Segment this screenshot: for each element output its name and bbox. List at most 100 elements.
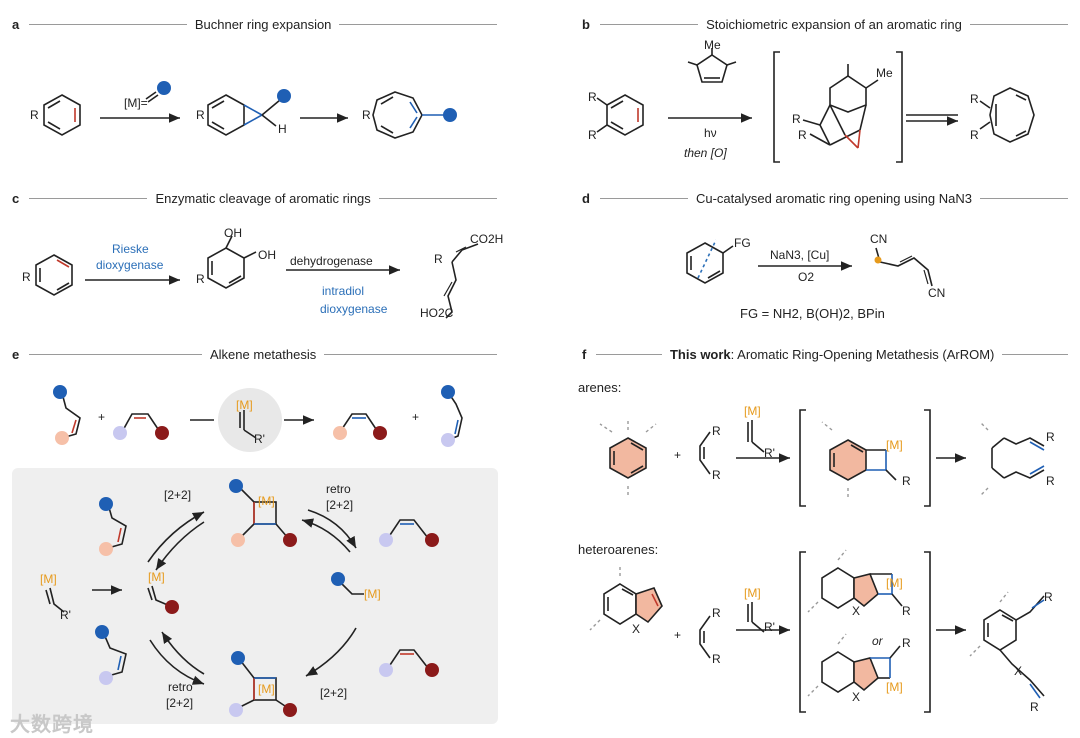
lavender-dot — [379, 663, 393, 677]
substituent-r: R — [434, 252, 443, 266]
divider — [378, 197, 498, 199]
divider — [599, 197, 688, 199]
alkene-f2 — [699, 615, 711, 659]
benzene-c — [35, 254, 73, 296]
bracket-left — [773, 51, 780, 163]
cycloaddition-label: [2+2] — [326, 498, 354, 512]
methyl-label: Me — [704, 38, 721, 52]
watermark: 大数跨境 — [10, 714, 94, 736]
plus-sign: + — [412, 410, 420, 424]
cycle-alkene-bottom-left — [103, 633, 127, 677]
hydrogen-label: H — [278, 122, 287, 136]
cycle-arrow-3 — [305, 627, 357, 677]
hetero-mcb-1 — [821, 567, 903, 609]
condition-2: O2 — [798, 270, 815, 284]
substituent-r: R — [902, 636, 911, 650]
panel-title: Cu-catalysed aromatic ring opening using… — [695, 190, 972, 206]
oxidation-label: then [O] — [684, 146, 727, 160]
heteroatom-x: X — [852, 690, 861, 704]
heteroarenes-label: heteroarenes: — [578, 542, 659, 557]
divider — [29, 197, 148, 199]
title-rest: : Aromatic Ring-Opening Metathesis (ArRO… — [730, 346, 995, 362]
plus-sign: + — [674, 448, 682, 462]
darkred-dot — [425, 533, 439, 547]
cycle-arrow-1b — [155, 521, 205, 571]
cycle-alkene-top-left — [107, 503, 127, 549]
cycle-arrow-4b — [161, 631, 205, 675]
panel-c-header: c Enzymatic cleavage of aromatic rings — [12, 188, 498, 208]
panel-title: Buchner ring expansion — [194, 16, 332, 32]
enzyme-dehydrogenase: dehydrogenase — [290, 254, 373, 268]
metal-label: [M] — [40, 572, 57, 586]
metal-label: [M] — [148, 570, 165, 584]
substituent-r: R — [588, 128, 597, 142]
metal-carbene-blue — [339, 581, 364, 595]
hetero-mcb-2 — [821, 645, 901, 693]
product-alkene-1 — [339, 413, 379, 433]
bracket-right — [896, 51, 903, 163]
divider — [324, 353, 497, 355]
cycloaddition-label: [2+2] — [320, 686, 348, 700]
carboxylic-acid-label: HO2C — [420, 306, 454, 320]
product-alkene-2 — [447, 391, 463, 441]
r-prime-label: R' — [764, 620, 775, 634]
fg-footnote: FG = NH2, B(OH)2, BPin — [740, 306, 885, 321]
cycle-alkene-bottom-right — [387, 649, 429, 669]
panel-letter: f — [582, 346, 587, 362]
hydroxyl-label: OH — [224, 226, 242, 240]
catalyst-alkylidene — [45, 587, 65, 613]
panel-d-header: d Cu-catalysed aromatic ring opening usi… — [582, 188, 1068, 208]
darkred-dot — [155, 426, 169, 440]
heteroatom-x: X — [852, 604, 861, 618]
metal-label: [M] — [886, 680, 903, 694]
retro-label: retro — [168, 680, 193, 694]
substituent-r: R — [970, 128, 979, 142]
panel-title: Alkene metathesis — [210, 346, 317, 362]
substituent-r: R — [30, 108, 39, 122]
enzyme-dioxygenase: dioxygenase — [320, 302, 388, 316]
enzyme-intradiol: intradiol — [322, 284, 365, 298]
condition-1: NaN3, [Cu] — [770, 248, 830, 262]
catalytic-cycle-background — [12, 468, 498, 724]
r-prime-label: R' — [60, 608, 71, 622]
substituent-r: R — [1030, 700, 1039, 714]
arene-product — [991, 437, 1045, 479]
blue-dot — [157, 81, 171, 95]
substituent-r: R — [362, 108, 371, 122]
metal-label: [M] — [744, 586, 761, 600]
panel-b-header: b Stoichiometric expansion of an aromati… — [582, 14, 1068, 34]
substituent-r: R — [1044, 590, 1053, 604]
nitrile-diene — [875, 247, 933, 287]
divider — [596, 353, 662, 355]
oxepine — [979, 87, 1035, 143]
bracket-f2-right — [924, 551, 931, 713]
metal-label: [M] — [258, 494, 275, 508]
cycloaddition-label: [2+2] — [166, 696, 194, 710]
catalyst-circle — [218, 388, 282, 452]
panel-letter: d — [582, 190, 590, 206]
panel-title: Enzymatic cleavage of aromatic rings — [155, 190, 371, 206]
metal-label: [M] — [744, 404, 761, 418]
substituent-r: R — [196, 108, 205, 122]
divider — [29, 353, 202, 355]
blue-dot — [331, 572, 345, 586]
title-bold: This work — [669, 346, 731, 362]
darkred-dot — [425, 663, 439, 677]
lavender-dot — [113, 426, 127, 440]
benzofuran — [603, 583, 663, 625]
darkred-dot — [165, 600, 179, 614]
darkred-dot — [373, 426, 387, 440]
cycloaddition-label: [2+2] — [164, 488, 192, 502]
lavender-dot — [229, 703, 243, 717]
blue-dot — [277, 89, 291, 103]
substituent-r: R — [712, 652, 721, 666]
cycloheptatriene — [372, 91, 446, 139]
dialkylbenzene — [596, 94, 644, 136]
enzyme-dioxygenase: dioxygenase — [96, 258, 164, 272]
bracket-f1-right — [924, 409, 931, 507]
panel-title: This work: Aromatic Ring-Opening Metathe… — [662, 347, 1002, 362]
alkene-2 — [121, 413, 161, 433]
substituent-r: R — [792, 112, 801, 126]
aryl-fg — [686, 239, 734, 284]
blue-dot — [231, 651, 245, 665]
